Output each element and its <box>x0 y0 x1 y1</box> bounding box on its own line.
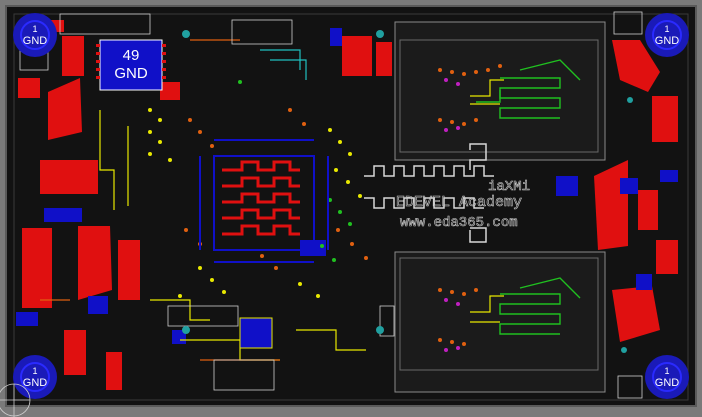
mounting-hole-number: 1 <box>664 366 669 376</box>
mounting-hole-number: 1 <box>32 366 37 376</box>
crosshair-cursor-icon <box>0 383 31 417</box>
vias <box>182 30 633 353</box>
module-top-routing <box>438 59 581 132</box>
watermark-line1: iaXMi <box>488 179 530 195</box>
thermal-pad-ic[interactable]: 49 GND <box>96 39 166 91</box>
mounting-hole-net: GND <box>23 35 48 47</box>
watermark-line2: EDEVEL Academy <box>396 194 522 211</box>
length-tuning-traces <box>364 143 494 243</box>
copper-pour-left <box>18 20 180 390</box>
silkscreen-outlines <box>19 11 643 399</box>
thermal-pad-number: 49 <box>123 47 140 64</box>
bga-blue-region <box>199 139 329 263</box>
mounting-hole-bottom-right[interactable]: 1 GND <box>645 355 689 399</box>
module-bottom-routing <box>438 277 581 352</box>
watermark-line3: www.eda365.com <box>400 215 518 231</box>
mounting-hole-top-left[interactable]: 1 GND <box>13 13 57 57</box>
thermal-pad-net: GND <box>114 65 148 82</box>
mounting-hole-number: 1 <box>664 24 669 34</box>
keepout-frame <box>13 13 689 401</box>
mounting-hole-net: GND <box>23 377 48 389</box>
mounting-hole-bottom-left[interactable]: 1 GND <box>13 355 57 399</box>
mounting-hole-number: 1 <box>32 24 37 34</box>
bga-fanout <box>148 80 368 298</box>
ic-bottom-center[interactable] <box>239 317 273 349</box>
mounting-hole-top-right[interactable]: 1 GND <box>645 13 689 57</box>
mounting-hole-net: GND <box>655 35 680 47</box>
copper-pour-right <box>342 36 678 342</box>
mounting-hole-net: GND <box>655 377 680 389</box>
meander-traces-center <box>222 160 300 236</box>
watermark: iaXMi EDEVEL Academy www.eda365.com <box>396 179 531 232</box>
